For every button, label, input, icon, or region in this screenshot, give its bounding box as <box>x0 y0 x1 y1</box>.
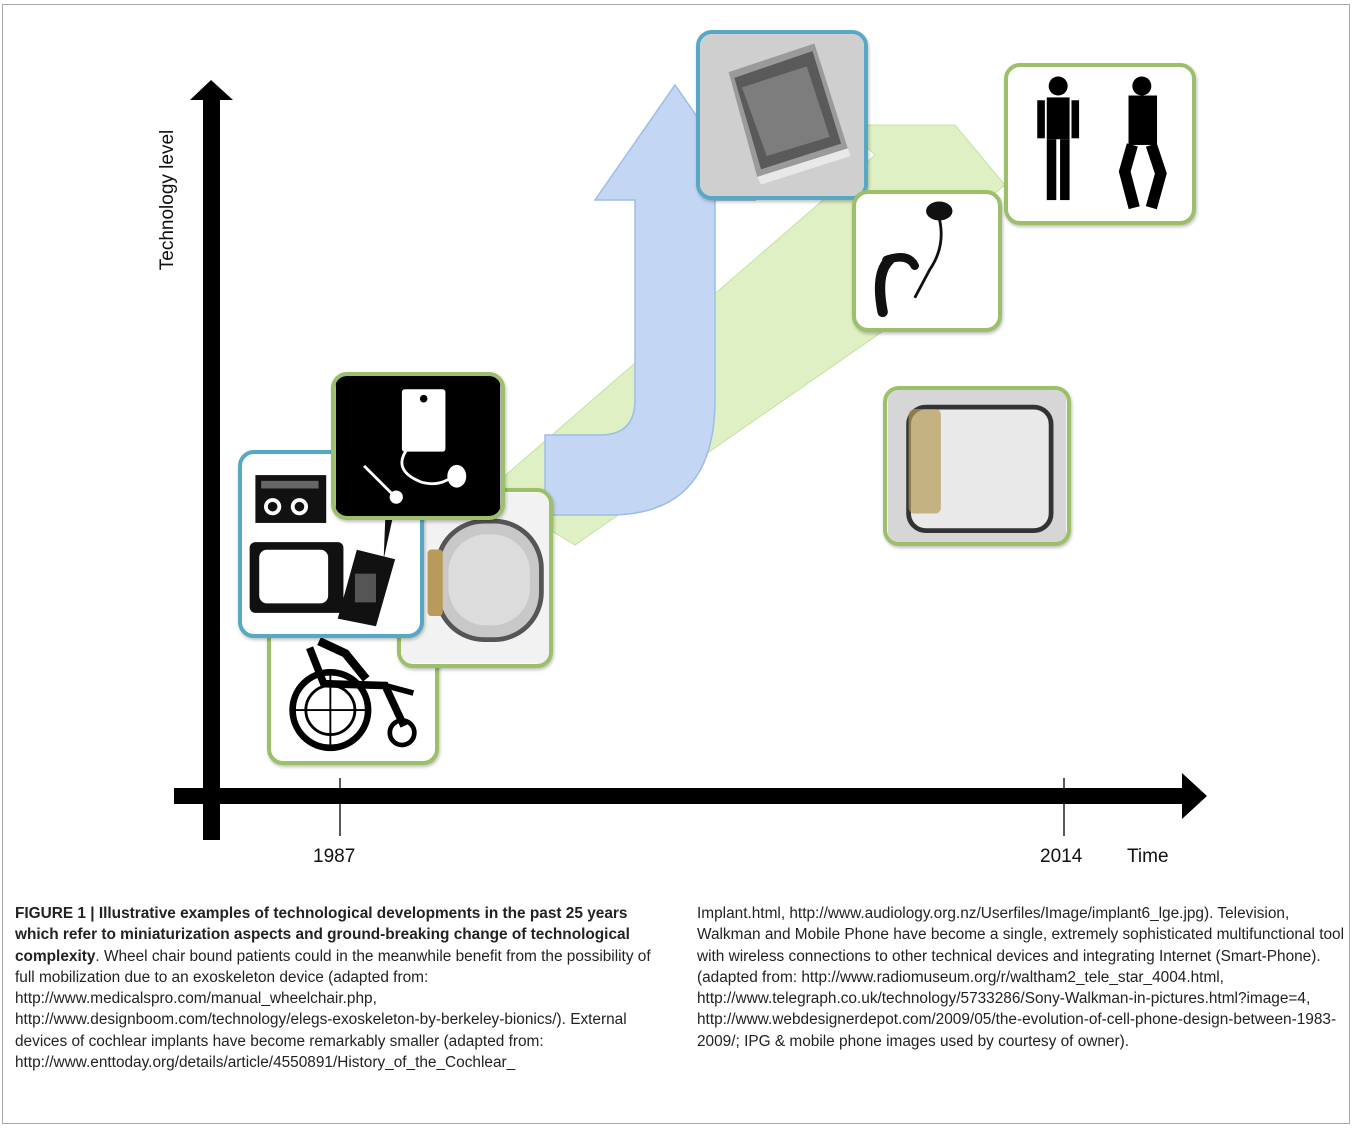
caption-left-text: . Wheel chair bound patients could in th… <box>15 947 651 1072</box>
caption-title: FIGURE 1 | Illustrative examples of tech… <box>15 905 630 965</box>
smartphone-image-card <box>696 30 868 200</box>
ipg-modern-image-card <box>883 386 1071 546</box>
cochlear-early-image-card <box>331 372 505 520</box>
cochlear-early-icon <box>335 376 501 516</box>
x-axis-label: Time <box>1127 846 1169 867</box>
x-tick-label-2014: 2014 <box>1040 846 1083 867</box>
smartphone-icon <box>700 34 864 196</box>
cochlear-modern-icon <box>874 201 953 318</box>
caption-right-column: Implant.html, http://www.audiology.org.n… <box>697 903 1347 1052</box>
walkman-tv-phone-icon <box>249 475 396 627</box>
y-axis-line <box>203 100 220 840</box>
caption-left-column: FIGURE 1 | Illustrative examples of tech… <box>15 903 665 1073</box>
exoskeleton-image-card <box>1004 63 1196 225</box>
caption-right-text: Implant.html, http://www.audiology.org.n… <box>697 905 1345 1050</box>
figure-panel: Technology level 1987 2014 Time <box>157 30 1207 867</box>
cochlear-modern-image-card <box>852 190 1002 332</box>
ipg-modern-icon <box>887 390 1067 542</box>
y-axis-arrowhead <box>190 80 233 100</box>
x-tick-label-1987: 1987 <box>313 846 356 867</box>
x-axis-line <box>174 788 1184 804</box>
figure-frame <box>2 4 1350 1124</box>
wheelchair-icon <box>289 637 417 752</box>
y-axis-label: Technology level <box>157 129 178 271</box>
ipg-device-icon <box>401 492 549 664</box>
x-axis-arrowhead <box>1182 773 1207 819</box>
exoskeleton-icon <box>1037 76 1167 210</box>
